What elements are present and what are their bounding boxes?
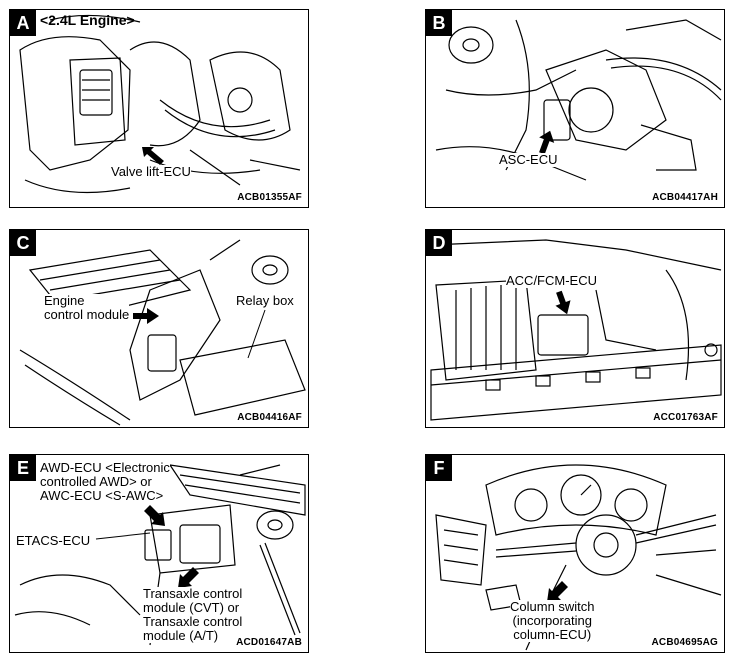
panel-b-letter: B	[426, 10, 452, 36]
panel-f-label-line1: Column switch	[510, 599, 595, 614]
panel-e-arrow-awd-icon	[144, 505, 165, 526]
panel-a: A <2.4L Engine> Valve lift-ECU ACB01355A…	[9, 9, 309, 208]
panel-e-label-trans-line3: Transaxle control	[143, 614, 243, 629]
panel-e-label-trans-line1: Transaxle control	[143, 586, 243, 601]
panel-e-letter: E	[10, 455, 36, 481]
panel-f-illustration	[435, 464, 722, 651]
panel-d-arrow-icon	[555, 290, 571, 315]
panel-e-label-trans-line2: module (CVT) or	[143, 600, 240, 615]
panel-a-letter: A	[10, 10, 36, 36]
panel-c: C Engine control module Relay box ACB044…	[9, 229, 309, 428]
panel-a-illustration	[19, 14, 301, 194]
panel-a-arrow-icon	[142, 147, 164, 165]
panel-d-label-acc-fcm-ecu: ACC/FCM-ECU	[506, 273, 597, 288]
panel-d: D ACC/FCM-ECU ACC01763AF	[425, 229, 725, 428]
panel-c-label-engine-control-module: Engine control module	[44, 293, 130, 322]
panel-b: B ASC-ECU ACB04417AH	[425, 9, 725, 208]
panel-e: E AWD-ECU <Electronic controlled AWD> or…	[9, 454, 309, 653]
panel-f-arrow-icon	[547, 581, 568, 602]
panel-e-label-transaxle-control-module: Transaxle control module (CVT) or Transa…	[143, 586, 243, 643]
panel-b-figure-code: ACB04417AH	[652, 192, 718, 203]
panel-c-leader-line	[247, 309, 266, 359]
panel-a-label-valve-lift-ecu: Valve lift-ECU	[111, 164, 191, 179]
panel-e-leader-line	[95, 532, 151, 540]
panel-c-label-engine-line2: control module	[44, 307, 130, 322]
panel-c-figure-code: ACB04416AF	[237, 412, 302, 423]
panel-b-illustration	[435, 19, 722, 181]
panel-e-label-trans-line4: module (A/T)	[143, 628, 219, 643]
panel-f-label-column-switch: Column switch (incorporating column-ECU)	[510, 600, 595, 642]
panel-c-label-relay-box: Relay box	[236, 293, 294, 308]
panel-e-label-awd-line3: AWC-ECU <S-AWC>	[40, 488, 164, 503]
panel-f-label-line3: column-ECU)	[513, 627, 592, 642]
panel-e-label-awd-ecu: AWD-ECU <Electronic controlled AWD> or A…	[40, 461, 170, 503]
panel-d-figure-code: ACC01763AF	[653, 412, 718, 423]
panel-d-letter: D	[426, 230, 452, 256]
panel-b-arrow-icon	[539, 130, 555, 155]
panel-d-illustration	[430, 239, 722, 421]
panel-e-label-awd-line1: AWD-ECU <Electronic	[40, 460, 170, 475]
panel-e-arrow-transaxle-icon	[178, 567, 199, 588]
panel-e-label-awd-line2: controlled AWD> or	[40, 474, 152, 489]
panel-f-label-line2: (incorporating	[512, 613, 593, 628]
panel-c-arrow-icon	[133, 308, 159, 324]
panel-f-letter: F	[426, 455, 452, 481]
panel-e-figure-code: ACD01647AB	[236, 637, 302, 648]
panel-a-figure-code: ACB01355AF	[237, 192, 302, 203]
panel-f: F Column switch (incorporating column-EC…	[425, 454, 725, 653]
panel-f-figure-code: ACB04695AG	[651, 637, 718, 648]
panel-c-label-engine-line1: Engine	[44, 293, 85, 308]
panel-b-label-asc-ecu: ASC-ECU	[499, 152, 558, 167]
panel-e-label-etacs-ecu: ETACS-ECU	[16, 533, 91, 548]
panel-a-engine-tag: <2.4L Engine>	[40, 12, 135, 28]
panel-c-letter: C	[10, 230, 36, 256]
